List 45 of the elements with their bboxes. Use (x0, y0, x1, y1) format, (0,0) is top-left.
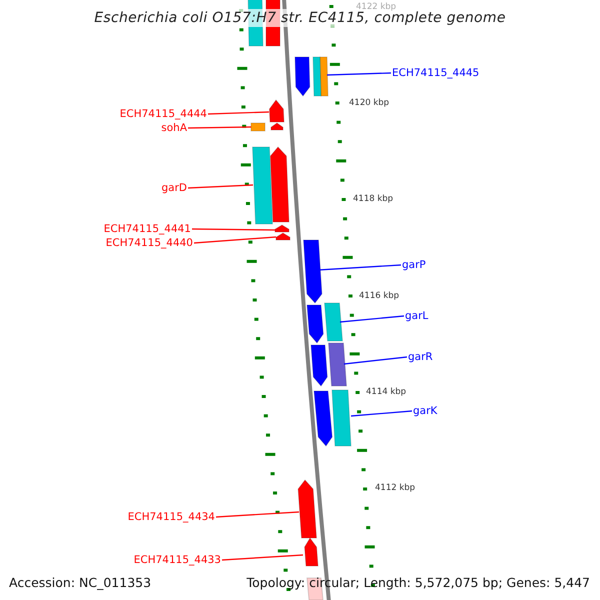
gene-bar (328, 342, 348, 386)
gene-bar (250, 122, 266, 132)
leader-line (318, 264, 402, 271)
leader-line (188, 126, 252, 129)
gene-label: sohA (161, 122, 187, 134)
gene-bar (331, 390, 352, 446)
leader-line (194, 236, 276, 244)
gene-bar (312, 56, 322, 96)
leader-line (326, 72, 392, 76)
gene-bar (252, 146, 274, 224)
gene-label: garL (405, 310, 428, 322)
scale-label: 4114 kbp (366, 387, 406, 397)
scale-label: 4122 kbp (356, 2, 396, 12)
leader-line (222, 554, 304, 561)
leader-line (216, 511, 300, 518)
gene-label: garK (413, 405, 438, 417)
gene-label: garR (408, 351, 433, 363)
gene-label: ECH74115_4445 (392, 67, 480, 79)
gene-label: ECH74115_4441 (104, 223, 191, 235)
leader-line (350, 410, 412, 417)
gene-feature (304, 537, 319, 566)
genome-stats-text: Topology: circular; Length: 5,572,075 bp; Genes: 5,447 (246, 575, 590, 590)
leader-line (208, 111, 270, 115)
leader-line (344, 356, 408, 365)
gene-feature (276, 232, 290, 240)
gene-feature (310, 344, 328, 387)
gene-label: garP (402, 259, 426, 271)
gene-feature (302, 240, 322, 304)
gene-feature (294, 56, 310, 97)
gene-label: ECH74115_4444 (120, 108, 207, 120)
gene-feature (313, 390, 333, 447)
gene-label: ECH74115_4440 (106, 237, 193, 249)
gene-label: ECH74115_4434 (128, 511, 215, 523)
gene-label: ECH74115_4433 (134, 554, 221, 566)
leader-line (188, 184, 254, 189)
scale-label: 4118 kbp (353, 194, 394, 204)
gene-label: garD (161, 182, 187, 194)
gene-feature (306, 304, 324, 344)
scale-label: 4120 kbp (349, 98, 390, 108)
scale-label: 4112 kbp (375, 483, 416, 493)
leader-line (340, 315, 404, 323)
scale-label: 4116 kbp (359, 291, 400, 301)
gene-bar (324, 302, 344, 342)
accession-text: Accession: NC_011353 (9, 575, 152, 590)
leader-line (192, 228, 275, 231)
